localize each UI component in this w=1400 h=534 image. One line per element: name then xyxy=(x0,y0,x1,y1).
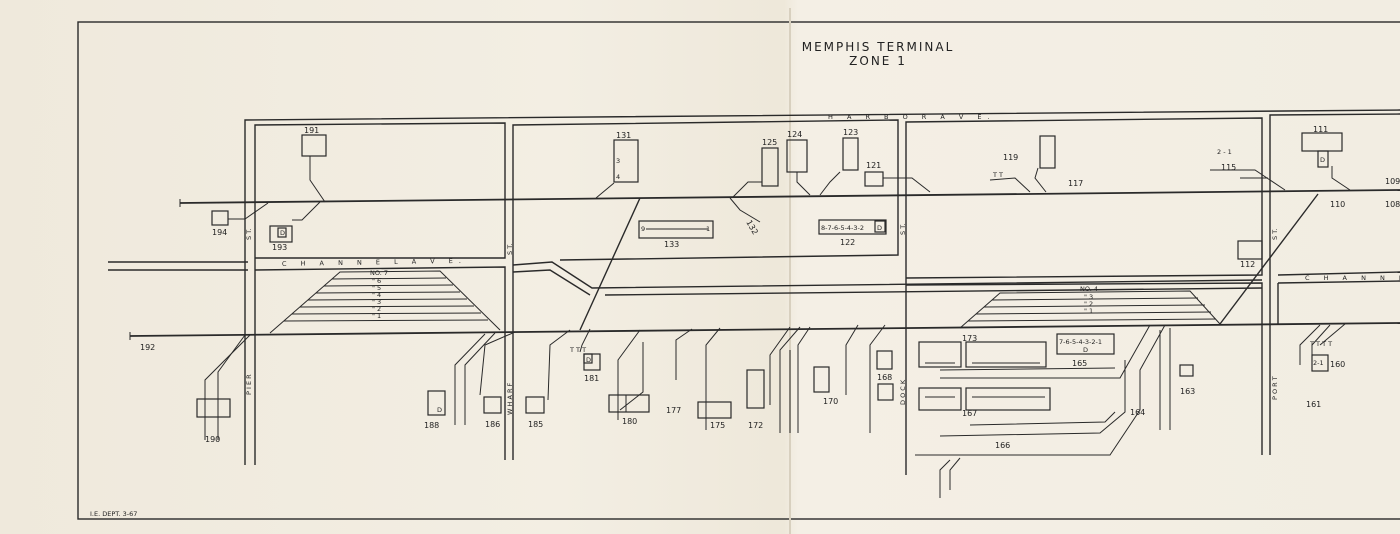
label-161-tracks: T T T T xyxy=(1309,340,1332,348)
label-124: 124 xyxy=(787,130,802,139)
yard-track-6: " 6 xyxy=(372,277,381,285)
label-119-tracks: T T xyxy=(992,171,1003,179)
label-173: 173 xyxy=(962,334,977,343)
label-164: 164 xyxy=(1130,408,1145,417)
label-132: 132 xyxy=(744,219,759,237)
label-125: 125 xyxy=(762,138,777,147)
label-117: 117 xyxy=(1068,179,1083,188)
street-port: P O R T xyxy=(1271,376,1279,400)
label-163: 163 xyxy=(1180,387,1195,396)
yard-ladder-right xyxy=(959,290,1221,329)
label-190: 190 xyxy=(205,435,220,444)
footer-note: I.E. DEPT. 3-67 xyxy=(90,510,137,518)
lower-spurs xyxy=(196,323,1346,498)
label-185: 185 xyxy=(528,420,543,429)
label-119: 119 xyxy=(1003,153,1018,162)
box-160-tracks: 2-1 xyxy=(1313,359,1324,367)
label-167: 167 xyxy=(962,409,977,418)
label-180: 180 xyxy=(622,417,637,426)
label-160: 160 xyxy=(1330,360,1345,369)
box-122-tracks: 8-7-6-5-4-3-2 xyxy=(821,224,864,232)
label-168: 168 xyxy=(877,373,892,382)
label-193: 193 xyxy=(272,243,287,252)
street-channel-ave: C H A N N E L A V E. xyxy=(282,257,467,268)
box-131-b: 4 xyxy=(616,173,620,181)
main-tracks xyxy=(129,189,1400,340)
street-harbor-ave: H A R B O R A V E. xyxy=(828,113,996,121)
box-131-a: 3 xyxy=(616,157,620,165)
label-165: 165 xyxy=(1072,359,1087,368)
street-dock: D O C K xyxy=(899,379,907,405)
box-165-tracks: 7-6-5-4-3-2-1 xyxy=(1059,338,1102,346)
label-131: 131 xyxy=(616,131,631,140)
label-121: 121 xyxy=(866,161,881,170)
street-channel-right: C H A N N E xyxy=(1305,274,1400,282)
box-133-a: 9 xyxy=(641,225,645,233)
yard-track-no7: NO. 7 xyxy=(370,269,388,277)
label-172: 172 xyxy=(748,421,763,430)
street-st-2: S T. xyxy=(506,244,514,255)
label-109: 109 xyxy=(1385,177,1400,186)
yard-track-3: " 3 xyxy=(372,298,381,306)
label-108: 108 xyxy=(1385,200,1400,209)
upper-spurs xyxy=(211,132,1351,260)
map-border xyxy=(77,21,1400,520)
box-111-d: D xyxy=(1320,156,1325,164)
yard-right-no4: NO. 4 xyxy=(1080,285,1098,293)
label-123: 123 xyxy=(843,128,858,137)
label-115: 115 xyxy=(1221,163,1236,172)
label-122: 122 xyxy=(840,238,855,247)
street-grid xyxy=(108,109,1400,475)
street-st-4: S T. xyxy=(1271,229,1279,240)
yard-ladder-left xyxy=(269,270,501,334)
label-186: 186 xyxy=(485,420,500,429)
label-161: 161 xyxy=(1306,400,1321,409)
street-pier: P I E R xyxy=(245,374,253,395)
box-115-tracks: 2 - 1 xyxy=(1217,148,1232,156)
label-170: 170 xyxy=(823,397,838,406)
label-110: 110 xyxy=(1330,200,1345,209)
street-wharf: W H A R F xyxy=(506,382,514,415)
label-181-tracks: T T T xyxy=(569,346,586,354)
yard-right-2: " 2 xyxy=(1084,300,1093,308)
label-111: 111 xyxy=(1313,125,1328,134)
label-181: 181 xyxy=(584,374,599,383)
label-112: 112 xyxy=(1240,260,1255,269)
street-st-3: S T. xyxy=(899,224,907,235)
yard-track-2: " 2 xyxy=(372,305,381,313)
label-192: 192 xyxy=(140,343,155,352)
yard-track-5: " 5 xyxy=(372,284,381,292)
label-177: 177 xyxy=(666,406,681,415)
label-133: 133 xyxy=(664,240,679,249)
yard-track-4: " 4 xyxy=(372,291,381,299)
street-st-1: S T. xyxy=(245,229,253,240)
label-188: 188 xyxy=(424,421,439,430)
box-188-d: D xyxy=(437,406,442,414)
label-175: 175 xyxy=(710,421,725,430)
yard-right-3: " 3 xyxy=(1084,293,1093,301)
map-title: MEMPHIS TERMINAL xyxy=(802,40,955,54)
box-193-d: D xyxy=(280,229,285,237)
label-191: 191 xyxy=(304,126,319,135)
label-194: 194 xyxy=(212,228,227,237)
box-122-d: D xyxy=(877,224,882,232)
label-166: 166 xyxy=(995,441,1010,450)
box-133-b: 1 xyxy=(706,225,710,233)
box-181-d: D xyxy=(586,356,591,364)
map-subtitle: ZONE 1 xyxy=(849,54,907,68)
yard-track-1: " 1 xyxy=(372,312,381,320)
box-165-d: D xyxy=(1083,346,1088,354)
yard-right-1: " 1 xyxy=(1084,307,1093,315)
